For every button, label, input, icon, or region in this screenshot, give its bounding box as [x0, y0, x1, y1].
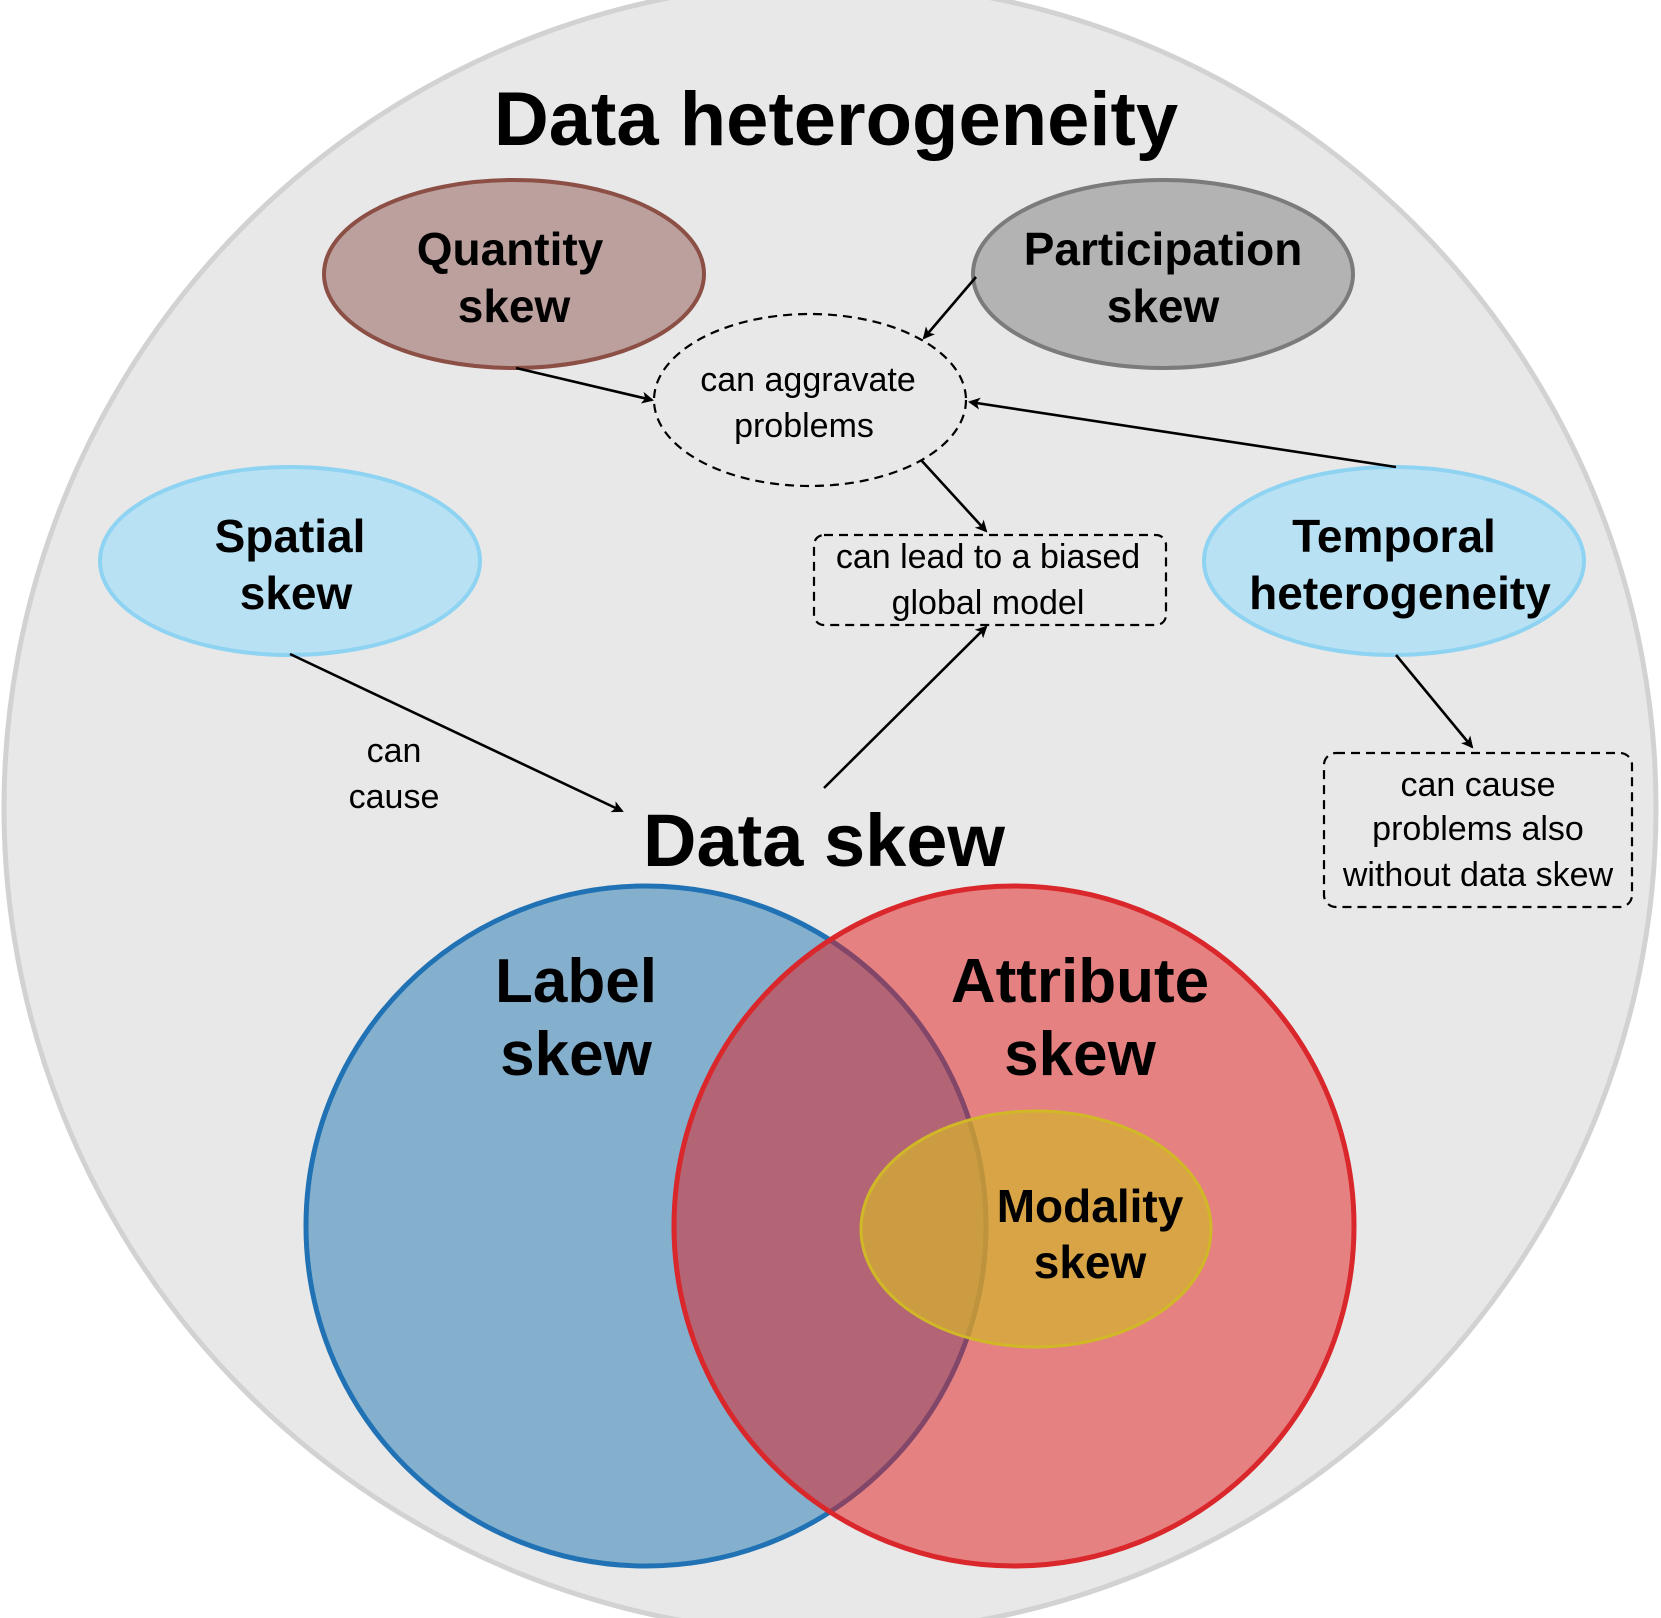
quantity-skew-line1: Quantity — [417, 223, 604, 275]
data-skew-label: Data skew — [643, 799, 1005, 882]
temporal-note-line3: without data skew — [1342, 856, 1614, 894]
attribute-skew-line1: Attribute — [951, 947, 1209, 1016]
label-skew-line2: skew — [500, 1020, 652, 1089]
spatial-skew-line2: skew — [240, 567, 353, 619]
temporal-heterogeneity-node: Temporal heterogeneity — [1202, 465, 1586, 657]
temporal-problems-note: can cause problems also without data ske… — [1322, 751, 1634, 909]
label-skew-line1: Label — [495, 947, 657, 1016]
spatial-skew-node: Spatial skew — [98, 465, 482, 657]
arrow-temporal-to-note — [1394, 654, 1474, 749]
arrow-dataskew-to-biased — [823, 625, 988, 789]
temporal-line1: Temporal — [1292, 510, 1496, 562]
participation-skew-node: Participation skew — [971, 178, 1355, 370]
arrow-participation-to-aggravate — [922, 276, 977, 340]
modality-skew-ellipse — [859, 1109, 1213, 1349]
arrow-spatial-to-dataskew — [289, 652, 624, 813]
quantity-skew-line2: skew — [458, 280, 571, 332]
temporal-note-line2: problems also — [1372, 810, 1584, 848]
temporal-note-line1: can cause — [1401, 766, 1556, 804]
modality-skew-line1: Modality — [997, 1180, 1184, 1232]
biased-line1: can lead to a biased — [836, 538, 1140, 576]
can-cause-line2: cause — [349, 778, 440, 816]
modality-skew-line2: skew — [1034, 1236, 1147, 1288]
aggravate-line2: problems — [734, 407, 874, 445]
quantity-skew-node: Quantity skew — [322, 178, 706, 370]
aggravate-problems-note: can aggravate problems — [652, 312, 968, 488]
arrow-aggravate-to-biased — [920, 459, 988, 533]
temporal-line2: heterogeneity — [1249, 567, 1551, 619]
attribute-skew-line2: skew — [1004, 1020, 1156, 1089]
biased-global-model-note: can lead to a biased global model — [812, 533, 1168, 627]
spatial-skew-line1: Spatial — [215, 510, 366, 562]
biased-line2: global model — [892, 584, 1085, 622]
participation-skew-line1: Participation — [1024, 223, 1303, 275]
arrow-temporal-to-aggravate — [968, 397, 1397, 469]
aggravate-line1: can aggravate — [700, 361, 916, 399]
can-cause-line1: can — [367, 732, 422, 770]
arrow-quantity-to-aggravate — [515, 366, 654, 404]
participation-skew-line2: skew — [1107, 280, 1220, 332]
diagram-title: Data heterogeneity — [494, 77, 1178, 162]
